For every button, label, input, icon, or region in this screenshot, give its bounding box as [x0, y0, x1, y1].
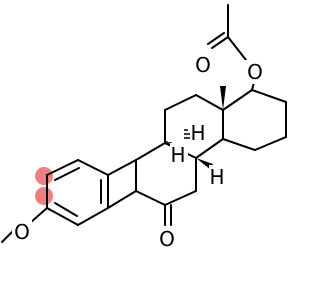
ketone-oxygen-label: O	[159, 227, 175, 251]
hydrogen-8-label: H	[190, 121, 205, 145]
wedge-c14	[196, 158, 213, 170]
acetate-group	[207, 4, 256, 91]
aromatic-highlight	[35, 167, 53, 205]
methyl-wedge	[220, 86, 226, 110]
ring-a	[46, 159, 137, 226]
structure-diagram: O O O O H H H	[1, 4, 287, 251]
methoxy-oxygen-label: O	[14, 220, 30, 244]
hash-bond-c8	[184, 129, 191, 139]
carbonyl-oxygen-label: O	[195, 53, 211, 77]
ring-b	[107, 142, 197, 226]
ring-d	[222, 89, 287, 151]
hydrogen-14-label: H	[209, 165, 224, 189]
ester-oxygen-label: O	[247, 60, 263, 84]
atom-labels: O O O O H H H	[12, 53, 265, 251]
hydrogen-9-label: H	[170, 143, 185, 167]
